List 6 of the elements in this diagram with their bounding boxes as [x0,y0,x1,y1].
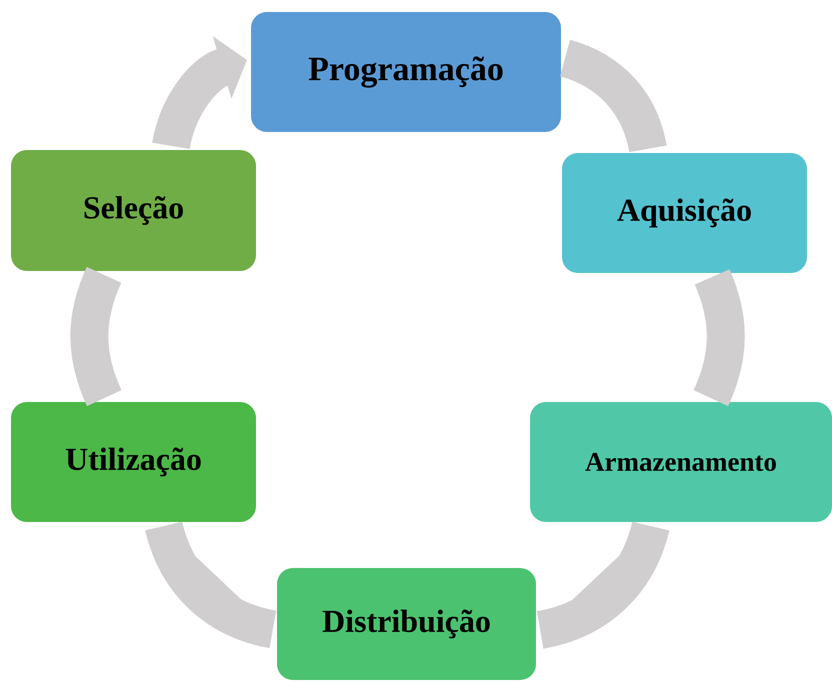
process-box: Utilização [11,402,256,522]
process-box: Aquisição [562,152,807,273]
process-box: Programação [251,12,561,132]
process-box: Seleção [11,150,256,271]
process-box: Distribuição [277,568,536,680]
process-box: Armazenamento [530,402,832,522]
